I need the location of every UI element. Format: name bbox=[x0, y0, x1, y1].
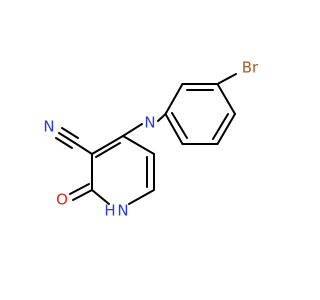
bond-c3-cn bbox=[74, 142, 93, 155]
bond-ring-a-6 bbox=[164, 113, 184, 145]
bond-ring-a-3 bbox=[216, 83, 236, 115]
bonds bbox=[55, 73, 237, 205]
bond-cn-1 bbox=[58, 132, 76, 144]
bromine-label: Br bbox=[242, 59, 259, 77]
bond-c-br bbox=[216, 73, 237, 85]
bond-ring-a-1 bbox=[164, 83, 184, 115]
carbonyl-oxygen-label: O bbox=[56, 191, 68, 209]
ring-nitrogen-label: N bbox=[117, 202, 128, 220]
bond-ring-a-6b bbox=[171, 112, 188, 139]
bond-nh-c4 bbox=[122, 123, 143, 137]
bond-c-o-1 bbox=[72, 189, 93, 201]
bond-cn-2 bbox=[61, 127, 79, 139]
bond-pyr-1b bbox=[95, 142, 121, 158]
bond-pyr-6 bbox=[122, 135, 155, 155]
bond-pyr-4 bbox=[128, 189, 155, 205]
molecule-structure: Br N N O H N bbox=[43, 59, 259, 220]
bond-pyr-1 bbox=[91, 135, 124, 155]
bond-ring-a-4b bbox=[212, 113, 229, 140]
bond-aryl-nh bbox=[157, 113, 167, 122]
bond-c-o-2 bbox=[69, 183, 90, 195]
amine-nitrogen-label: N bbox=[144, 114, 155, 132]
molecule-canvas: Br N N O H N bbox=[43, 58, 260, 220]
bond-pyr-3 bbox=[91, 189, 110, 205]
ring-h-label: H bbox=[104, 202, 115, 220]
bond-ring-a-4 bbox=[216, 113, 236, 145]
nitrile-nitrogen-label: N bbox=[43, 118, 54, 136]
bond-cn-3 bbox=[55, 137, 73, 149]
